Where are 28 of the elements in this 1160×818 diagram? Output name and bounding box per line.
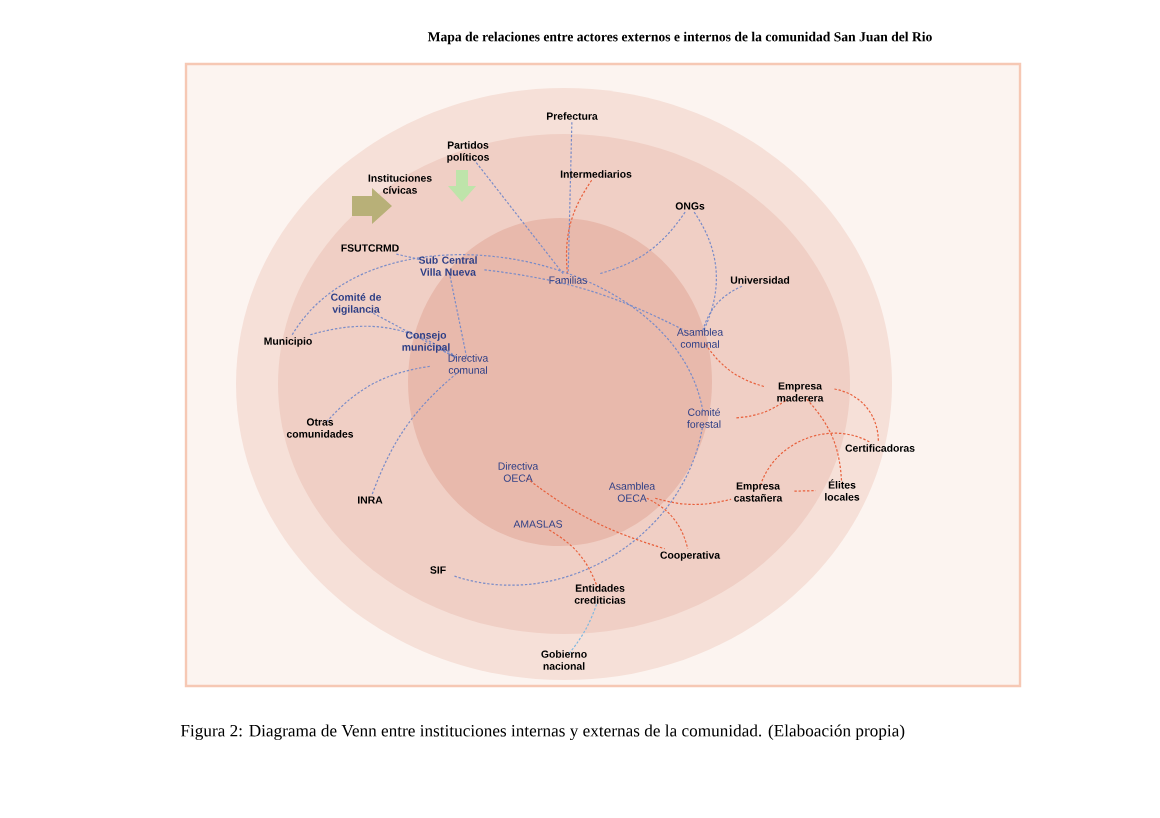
dashed-connector — [325, 365, 433, 423]
dashed-connector — [568, 599, 599, 655]
dashed-connector — [806, 398, 843, 484]
dashed-connector — [833, 388, 879, 443]
dashed-connector — [448, 271, 468, 359]
dashed-connector — [793, 490, 817, 492]
dashed-connector — [598, 211, 686, 275]
dashed-connector — [309, 325, 459, 359]
dashed-connector — [483, 269, 688, 333]
dashed-connector — [439, 348, 457, 359]
dashed-connector — [654, 497, 732, 506]
dashed-connector — [760, 432, 870, 486]
dashed-connector — [701, 285, 743, 333]
dashed-connector — [548, 529, 599, 589]
dashed-connector — [704, 343, 767, 388]
dashed-connector — [693, 211, 717, 333]
dashed-connector — [525, 477, 666, 550]
dashed-connector — [371, 369, 461, 495]
dashed-connector — [646, 497, 689, 550]
dashed-connector — [735, 398, 789, 419]
dashed-connector — [369, 310, 457, 359]
dashed-connector — [291, 254, 704, 413]
caption: Figura 2: Diagrama de Venn entre instituciones internas y externas de la comunidad. (Elaboación propia) — [180, 724, 905, 741]
dashed-connector — [395, 253, 422, 261]
dashed-connector — [473, 158, 564, 275]
dashed-connector — [565, 179, 593, 275]
dashed-connector — [453, 423, 704, 586]
dashed-connector — [567, 121, 573, 275]
